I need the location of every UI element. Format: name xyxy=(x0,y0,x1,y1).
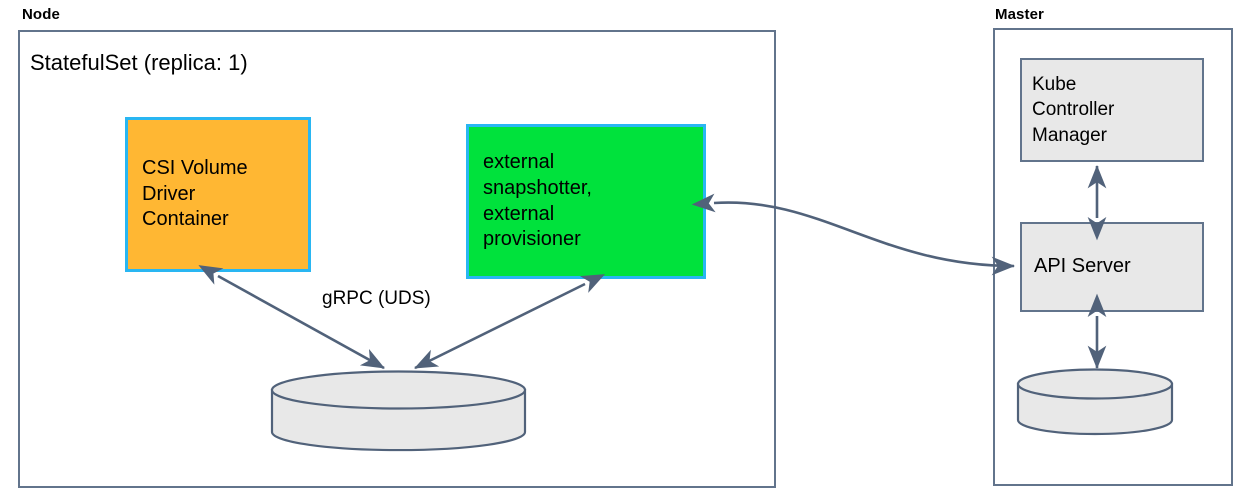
node-zone-label: Node xyxy=(22,6,60,23)
api-server-label: API Server xyxy=(1034,255,1131,278)
grpc-uds-edge-label: gRPC (UDS) xyxy=(322,288,431,309)
emptydir-volume-label: EmptyDir Volume xyxy=(290,409,437,430)
kube-controller-manager-box[interactable]: Kube Controller Manager xyxy=(1020,58,1204,162)
kube-controller-manager-label: Kube Controller Manager xyxy=(1032,74,1115,146)
external-snapshotter-provisioner-label: external snapshotter, external provision… xyxy=(483,151,592,251)
master-zone-label: Master xyxy=(995,6,1044,23)
etcd-label: etcd xyxy=(1034,397,1070,418)
api-server-box[interactable]: API Server xyxy=(1020,222,1204,312)
statefulset-title: StatefulSet (replica: 1) xyxy=(30,50,248,75)
csi-volume-driver-container-box[interactable]: CSI Volume Driver Container xyxy=(125,117,311,272)
external-snapshotter-provisioner-box[interactable]: external snapshotter, external provision… xyxy=(466,124,706,279)
csi-volume-driver-container-label: CSI Volume Driver Container xyxy=(142,157,248,231)
